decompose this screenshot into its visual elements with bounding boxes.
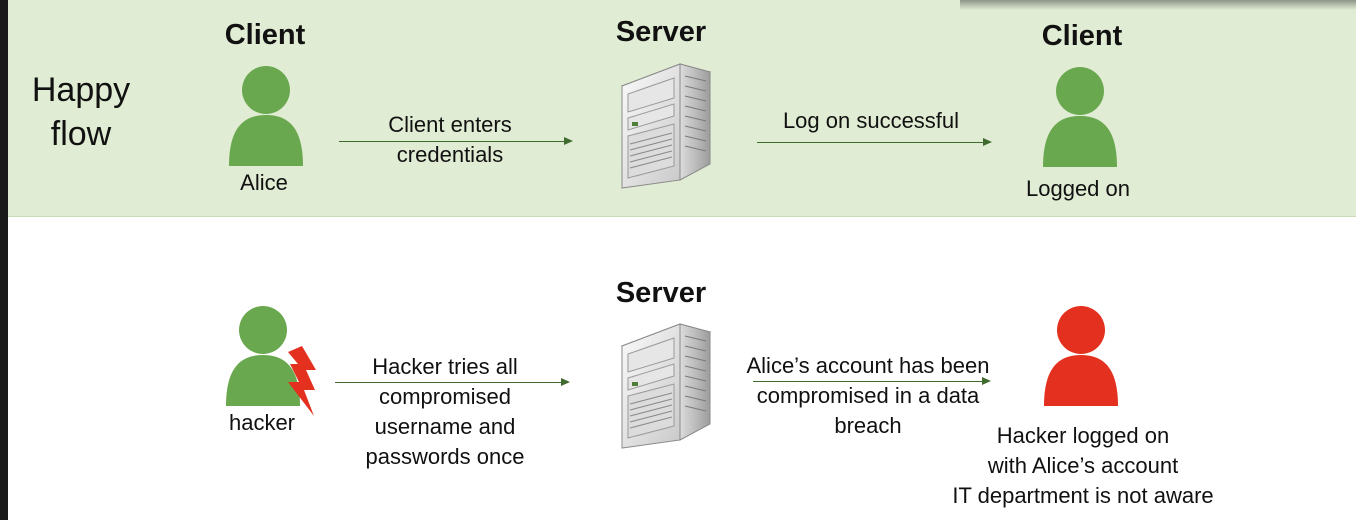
- account-compromised-label: Alice’s account has been compromised in …: [746, 353, 990, 438]
- client-heading-left: Client: [224, 19, 306, 51]
- arrow-client-to-server: [339, 137, 573, 145]
- hacker-caption: hacker: [228, 410, 296, 435]
- user-icon: [1043, 67, 1117, 167]
- user-icon: [1044, 306, 1118, 406]
- happy-flow-title: Happy flow: [31, 71, 131, 153]
- server-heading-top: Server: [615, 16, 707, 48]
- lightning-bolt-icon: [288, 346, 316, 416]
- left-edge-bar: [0, 0, 8, 520]
- logged-on-caption: Logged on: [1026, 176, 1130, 201]
- user-icon: [226, 306, 300, 406]
- hacker-logged-on-caption: Hacker logged on with Alice’s account IT…: [952, 423, 1214, 508]
- server-tower-icon: [620, 63, 712, 189]
- hacker-tries-credentials-label: Hacker tries all compromised username an…: [365, 354, 525, 469]
- user-icon: [229, 66, 303, 166]
- alice-caption: Alice: [240, 170, 288, 195]
- client-heading-right: Client: [1041, 20, 1123, 52]
- client-enters-credentials-label: Client enters credentials: [388, 112, 512, 167]
- log-on-successful-label: Log on successful: [782, 108, 960, 133]
- top-shadow: [960, 0, 1356, 10]
- arrow-server-to-result: [753, 377, 991, 385]
- server-tower-icon: [620, 323, 712, 449]
- arrow-server-to-client: [757, 138, 992, 146]
- arrow-hacker-to-server: [335, 378, 570, 386]
- server-heading-bottom: Server: [615, 277, 707, 309]
